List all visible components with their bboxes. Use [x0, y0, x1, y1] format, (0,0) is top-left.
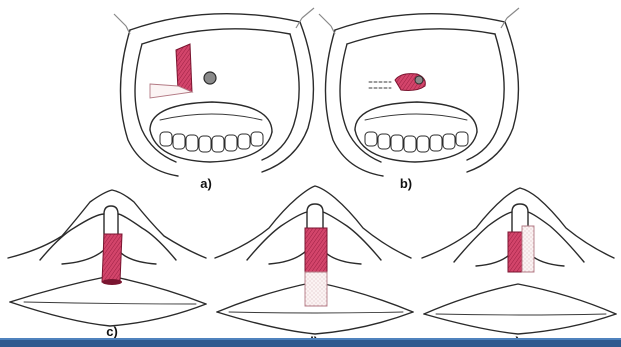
flap-pedicle [305, 228, 327, 306]
upper-teeth [365, 132, 468, 152]
donor-flap-segment [522, 226, 534, 272]
bottom-accent-highlight [0, 338, 621, 340]
panel-label-a: a) [200, 176, 212, 191]
panel-e: e) [422, 188, 616, 338]
illustration-figure: a) [0, 0, 621, 338]
panel-c: c) [8, 190, 206, 338]
donor-flap-segment [305, 272, 327, 306]
panel-label-c: c) [106, 324, 118, 338]
tongue-flap-inset [369, 74, 425, 91]
panel-b: b) [319, 8, 519, 191]
flap-pedicle [102, 234, 122, 285]
fistula-defect [204, 72, 216, 84]
tongue-flap-raised [150, 44, 216, 98]
panel-a: a) [114, 8, 314, 191]
panel-d: d) [215, 186, 413, 338]
panel-label-b: b) [400, 176, 412, 191]
upper-teeth [160, 132, 263, 152]
flap-pedicle [508, 226, 534, 272]
